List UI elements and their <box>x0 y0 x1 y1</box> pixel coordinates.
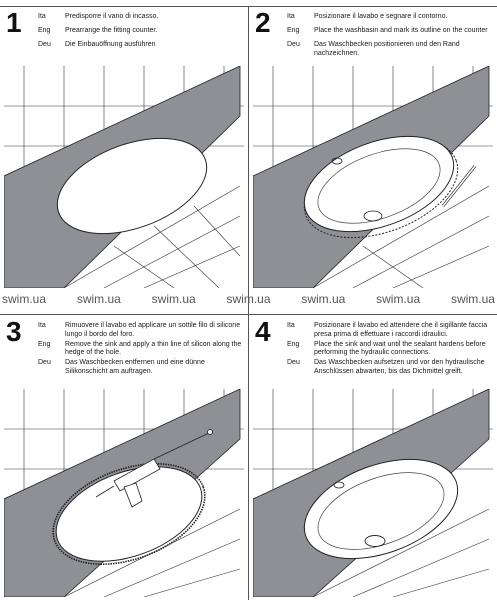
watermark-text: swim.ua <box>151 292 196 306</box>
step-number: 4 <box>255 316 271 347</box>
washbasin <box>303 458 459 560</box>
step-number: 3 <box>6 316 22 347</box>
tap-hole <box>333 481 345 489</box>
silicone-bead <box>52 463 206 565</box>
pencil-icon <box>441 165 477 207</box>
apply-silicone-illustration <box>4 389 244 597</box>
sink-cutout-hole <box>55 466 203 562</box>
vertical-divider <box>248 6 249 600</box>
watermark-text: swim.ua <box>376 292 421 306</box>
silicone-gun-icon <box>95 429 213 508</box>
place-sink-illustration <box>253 66 493 288</box>
floor-tiles <box>312 185 490 288</box>
step-number: 1 <box>6 7 22 38</box>
watermark-text: swim.ua <box>301 292 346 306</box>
counter-cutout-illustration <box>4 66 244 288</box>
watermark-text: swim.ua <box>450 292 495 306</box>
watermark-text: swim.ua <box>76 292 121 306</box>
step-number: 2 <box>255 7 271 38</box>
basin-bowl <box>317 148 441 224</box>
watermark-text: swim.ua <box>226 292 271 306</box>
floor-tiles <box>63 185 241 288</box>
drain-hole <box>364 535 386 547</box>
watermark-text: swim.ua <box>2 292 47 306</box>
drain-hole <box>363 210 383 222</box>
watermark-strip: swim.ua swim.ua swim.ua swim.ua swim.ua … <box>0 291 497 307</box>
installed-sink-illustration <box>253 389 493 597</box>
tap-hole <box>331 157 343 165</box>
basin-bowl <box>317 472 445 550</box>
floor-tiles <box>312 508 490 597</box>
sink-cutout-hole <box>56 137 208 235</box>
